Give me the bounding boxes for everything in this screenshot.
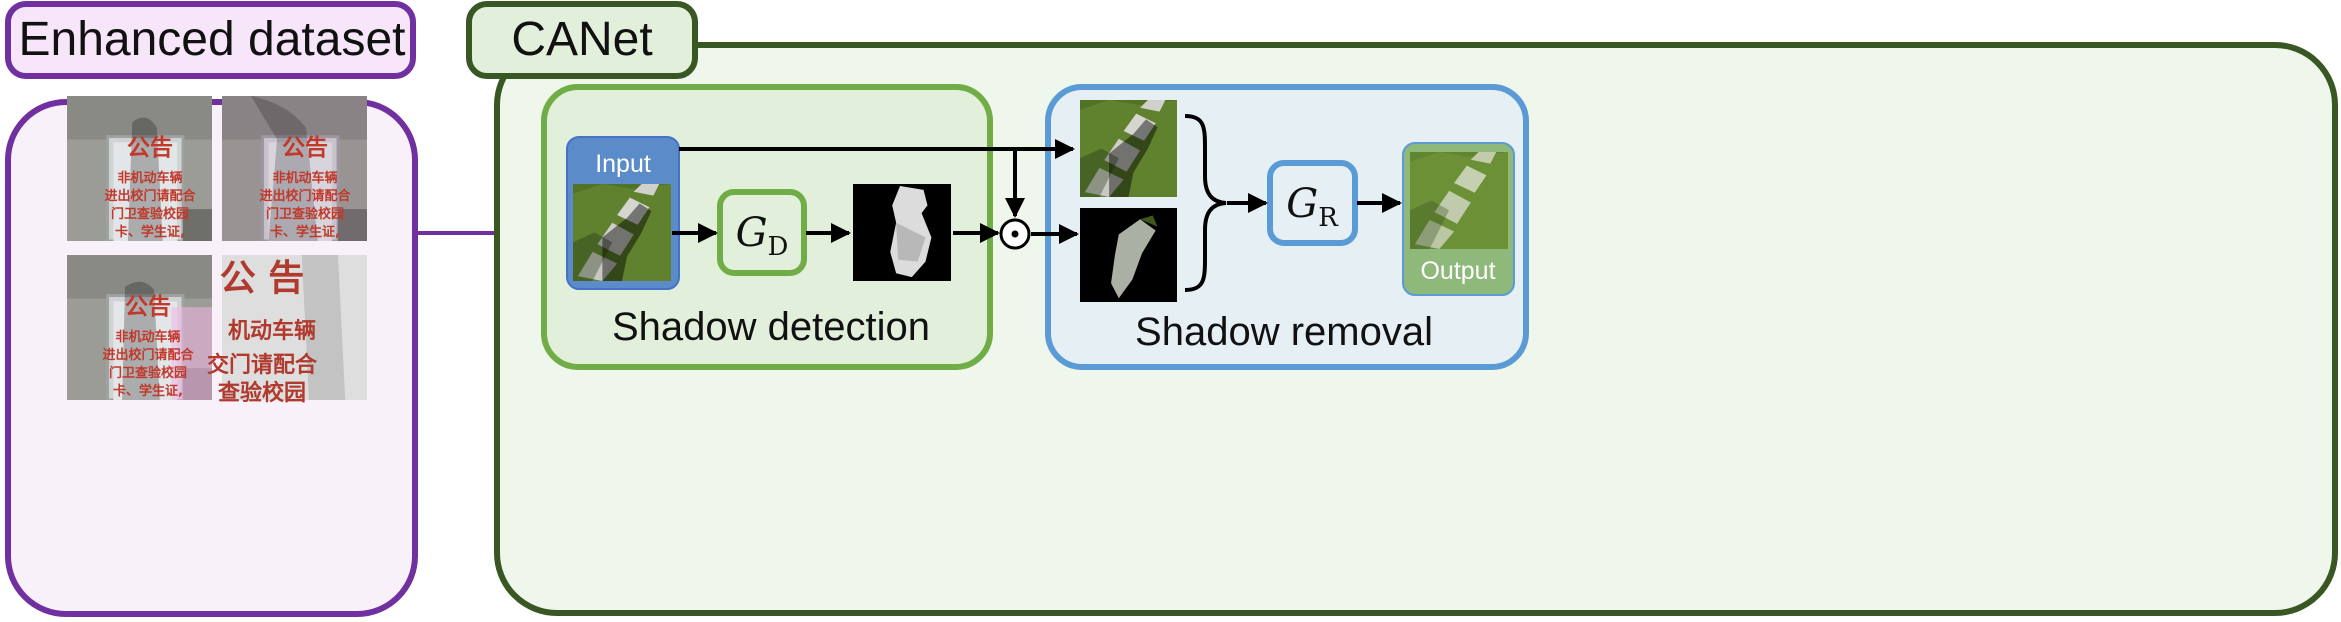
sign-line-4: 卡、学生证,: [113, 383, 183, 399]
shadow-removal-label: Shadow removal: [1135, 310, 1433, 354]
input-image: [573, 184, 671, 281]
sign-line-2-large: 交门请配合: [207, 352, 318, 378]
sign-line-1-large: 机动车辆: [228, 318, 316, 344]
sample-image-3: 公告 非机动车辆 进出校门请配合 门卫查验校园 卡、学生证,: [67, 255, 212, 400]
canet-title-box: [466, 1, 698, 79]
shadow-detection-label: Shadow detection: [612, 305, 930, 349]
output-box: Output: [1402, 142, 1515, 296]
sign-line-3: 门卫查验校园: [266, 206, 344, 222]
sign-line-3: 门卫查验校园: [109, 365, 187, 381]
sign-line-2: 进出校门请配合: [102, 347, 194, 363]
sign-line-1: 非机动车辆: [117, 170, 182, 186]
input-label: Input: [595, 150, 651, 178]
sign-heading-large: 公 告: [220, 258, 305, 299]
sign-line-3: 门卫查验校园: [111, 206, 189, 222]
enhanced-dataset-title-box: [5, 1, 416, 79]
sign-heading: 公告: [127, 135, 173, 161]
output-label: Output: [1420, 257, 1495, 285]
input-box: Input: [566, 136, 680, 290]
sample-image-4: 公 告 机动车辆 交门请配合 查验校园: [207, 255, 367, 406]
removal-generator: GR: [1267, 160, 1358, 246]
enhanced-dataset-title: Enhanced dataset: [19, 13, 406, 66]
removal-generator-label: GR: [1286, 181, 1339, 233]
sign-line-2: 进出校门请配合: [259, 188, 351, 204]
multiply-operator: [999, 218, 1031, 250]
combine-brace: [1184, 114, 1227, 292]
sample-image-2: 公告 非机动车辆 进出校门请配合 门卫查验校园 卡、学生证,: [222, 96, 367, 241]
sample-image-1: 公告 非机动车辆 进出校门请配合 门卫查验校园 卡、学生证,: [67, 96, 212, 241]
sign-heading: 公告: [282, 135, 328, 161]
masked-shadow-image: [1080, 208, 1177, 302]
detection-generator-label: GD: [736, 210, 789, 262]
sign-line-1: 非机动车辆: [115, 329, 180, 345]
detection-generator: GD: [717, 189, 807, 276]
output-image: [1410, 152, 1508, 249]
enhanced-dataset-panel: Enhanced dataset 公告 非机动车辆 进出校门请配合 门卫查验校园…: [5, 1, 418, 617]
shadow-mask-image: [853, 184, 951, 281]
sign-line-2: 进出校门请配合: [104, 188, 196, 204]
sign-line-4: 卡、学生证,: [115, 224, 185, 240]
canet-title: CANet: [511, 13, 652, 66]
sign-line-3-large: 查验校园: [218, 380, 306, 406]
sign-heading: 公告: [125, 294, 171, 320]
sign-line-1: 非机动车辆: [272, 170, 337, 186]
sign-line-4: 卡、学生证,: [270, 224, 340, 240]
removal-input-image: [1080, 100, 1177, 197]
flow-arrows: [672, 139, 1402, 244]
